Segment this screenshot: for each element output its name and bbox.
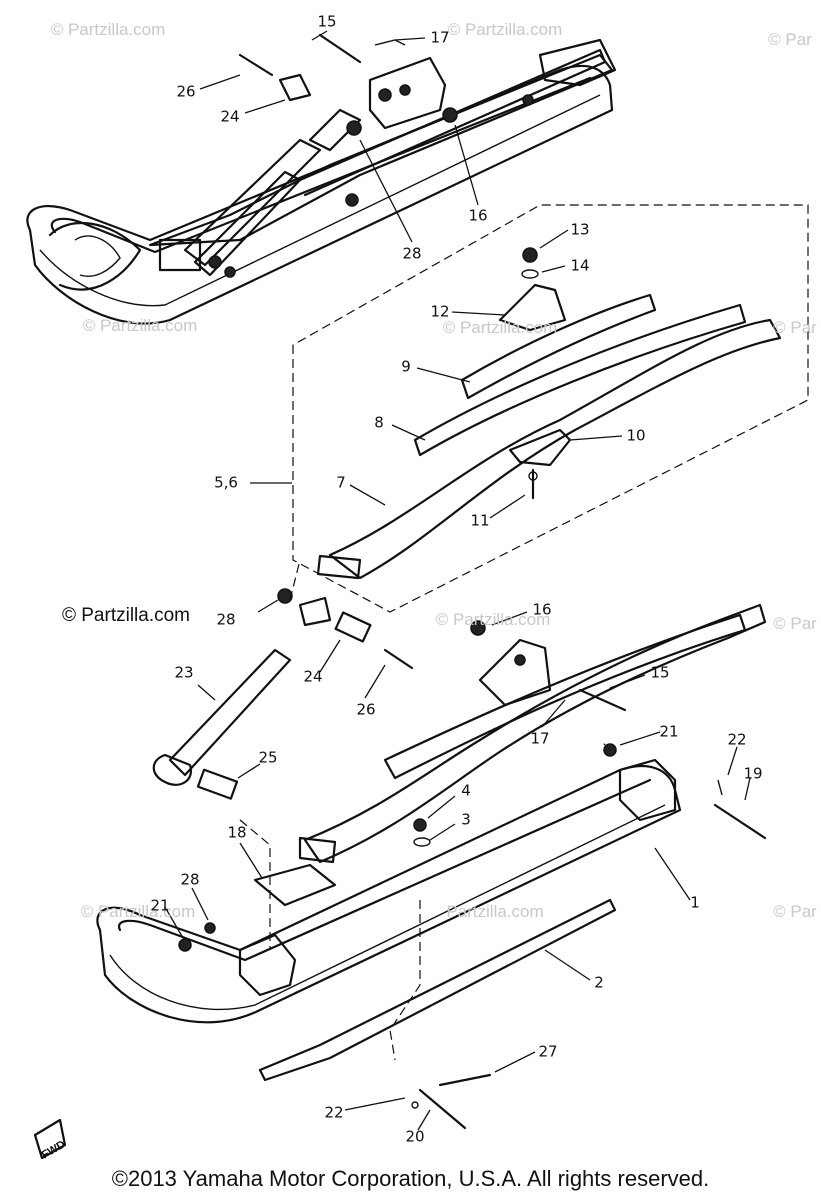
callout-1: 1 (690, 893, 700, 912)
callout-2: 2 (594, 973, 604, 992)
watermark: © Partzilla.com (50, 20, 166, 39)
callout-21: 21 (659, 722, 679, 741)
callout-28-c: 28 (180, 870, 200, 889)
callout-25: 25 (258, 748, 278, 767)
watermark: © Partzilla.com (61, 605, 191, 626)
callout-21-b: 21 (150, 896, 170, 915)
callout-3: 3 (461, 810, 471, 829)
callout-14: 14 (570, 256, 590, 275)
callout-22-b: 22 (324, 1103, 344, 1122)
callout-15-b: 15 (650, 663, 670, 682)
callout-24-b: 24 (303, 667, 323, 686)
callout-8: 8 (374, 413, 384, 432)
callout-16-b: 16 (532, 600, 552, 619)
callout-22: 22 (727, 730, 747, 749)
watermark: © Partzilla.com (82, 316, 198, 335)
callout-24: 24 (220, 107, 240, 126)
top-ski-assembly (26, 33, 617, 325)
callout-17: 17 (430, 28, 450, 47)
watermark: © Par (773, 614, 817, 633)
watermark: © Par (773, 318, 817, 337)
callout-19: 19 (743, 764, 763, 783)
callout-27: 27 (538, 1042, 558, 1061)
callout-9: 9 (401, 357, 411, 376)
callout-23: 23 (174, 663, 194, 682)
callout-16: 16 (468, 206, 488, 225)
callout-10: 10 (626, 426, 646, 445)
watermark: © Partzilla.com (435, 610, 551, 629)
callout-26: 26 (176, 82, 196, 101)
watermark: © Par (773, 902, 817, 921)
callout-13: 13 (570, 220, 590, 239)
callout-17-b: 17 (530, 729, 550, 748)
callout-4: 4 (461, 781, 471, 800)
watermark: © Par (768, 30, 812, 49)
callout-15: 15 (317, 12, 337, 31)
callout-28: 28 (402, 244, 422, 263)
callout-28-b: 28 (216, 610, 236, 629)
watermark: Partzilla.com (446, 902, 544, 921)
exploded-leaf-spring (292, 204, 809, 613)
watermark: © Partzilla.com (442, 318, 558, 337)
callout-20: 20 (405, 1127, 425, 1146)
copyright-notice: ©2013 Yamaha Motor Corporation, U.S.A. A… (111, 1166, 710, 1191)
callout-12: 12 (430, 302, 450, 321)
callout-11: 11 (470, 511, 490, 530)
callout-7: 7 (336, 473, 346, 492)
lower-ski-assembly (33, 559, 767, 1160)
watermark: © Partzilla.com (447, 20, 563, 39)
callout-18: 18 (227, 823, 247, 842)
callout-26-b: 26 (356, 700, 376, 719)
leader-lines (164, 30, 751, 1131)
watermark: © Partzilla.com (80, 902, 196, 921)
callout-5-6: 5,6 (214, 473, 238, 492)
